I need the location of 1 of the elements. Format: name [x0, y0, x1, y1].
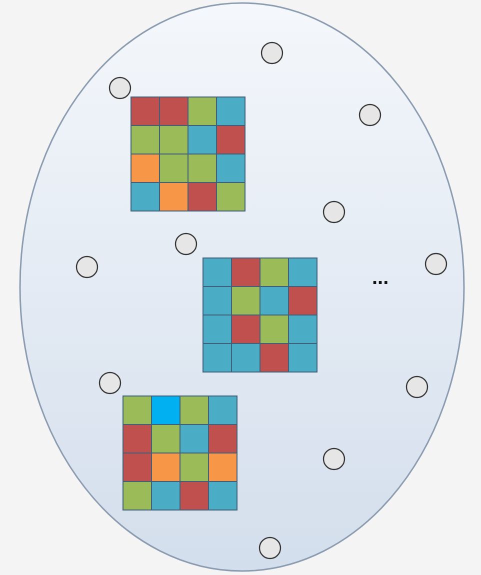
- ellipsis-text: ...: [372, 268, 389, 288]
